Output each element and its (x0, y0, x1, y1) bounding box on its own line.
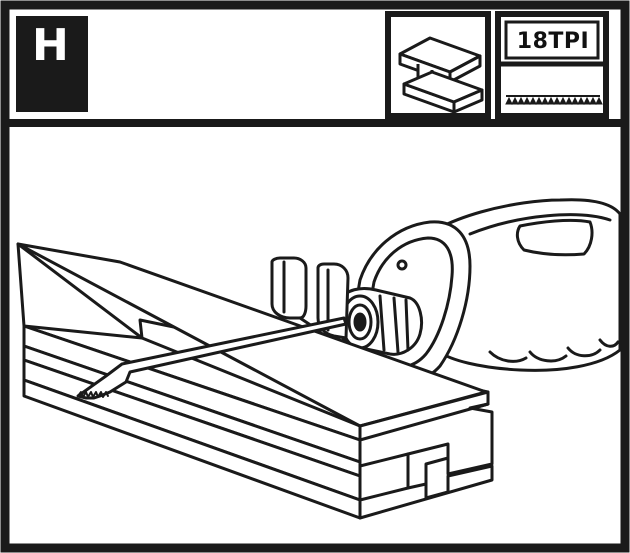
h-profile-material-icon (385, 11, 491, 119)
workpiece-end-profile (358, 390, 494, 520)
blade-chuck (335, 286, 424, 356)
step-letter: H (32, 20, 69, 71)
saw-illustration (16, 198, 622, 520)
blade-teeth-icon (495, 11, 609, 119)
tpi-label: 18TPI (516, 28, 590, 54)
step-letter-badge: H (16, 16, 88, 112)
saw-blade (76, 316, 348, 400)
reciprocating-saw-body (270, 198, 622, 384)
